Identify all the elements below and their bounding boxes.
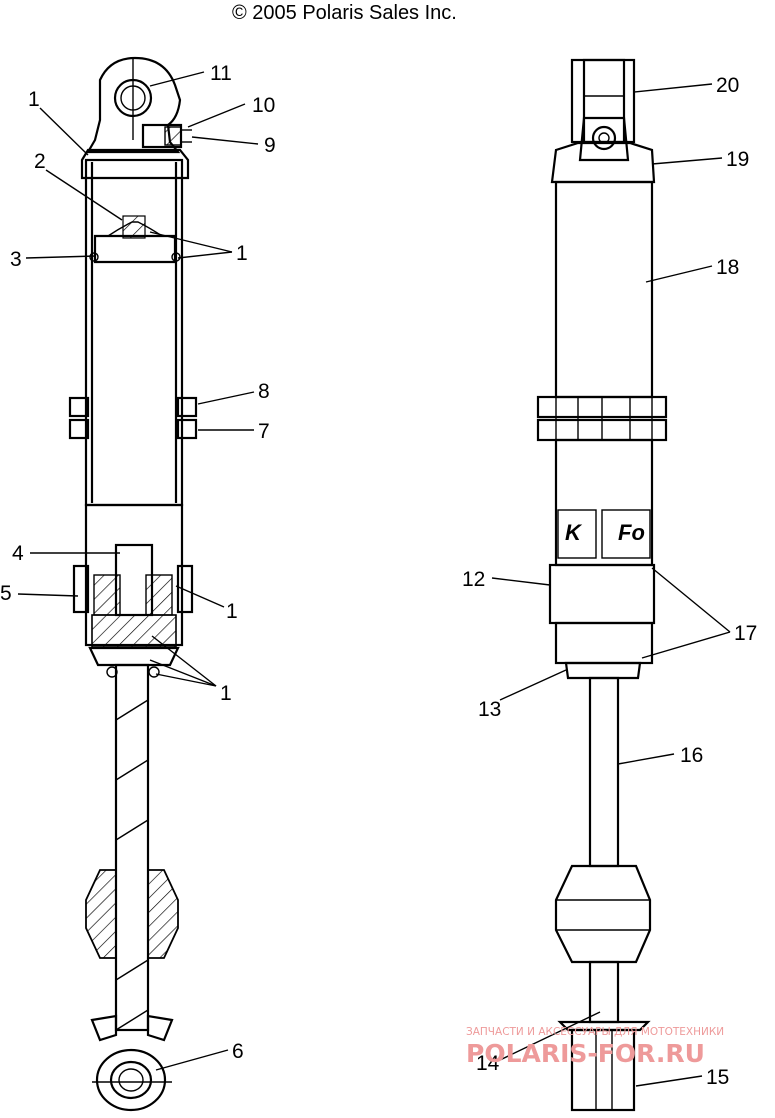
callout-9: 9 xyxy=(264,134,276,157)
watermark-brand: POLARIS-FOR.RU xyxy=(466,1039,705,1068)
callout-19: 19 xyxy=(726,148,749,171)
copyright-text: © 2005 Polaris Sales Inc. xyxy=(232,2,457,24)
callout-14: 14 xyxy=(476,1052,500,1075)
callout-5: 5 xyxy=(0,582,12,605)
callout-12: 12 xyxy=(462,568,485,591)
callout-3: 3 xyxy=(10,248,22,271)
callout-1-low: 1 xyxy=(220,682,232,705)
callout-11: 11 xyxy=(210,62,232,85)
callout-2: 2 xyxy=(34,150,46,173)
callout-1-piston: 1 xyxy=(236,242,248,265)
callout-20: 20 xyxy=(716,74,739,97)
callout-6: 6 xyxy=(232,1040,244,1063)
callout-7: 7 xyxy=(258,420,270,443)
shock-absorber-exterior-icon xyxy=(536,58,668,1112)
callout-4: 4 xyxy=(12,542,24,565)
callout-17: 17 xyxy=(734,622,757,645)
callout-1-top: 1 xyxy=(28,88,40,111)
callout-1-mid: 1 xyxy=(226,600,238,623)
callout-18: 18 xyxy=(716,256,739,279)
callout-15: 15 xyxy=(706,1066,729,1089)
leader-lines xyxy=(17,71,731,1087)
logo-fragment-right: Fo xyxy=(618,520,645,545)
logo-fragment-left: K xyxy=(565,520,583,545)
callout-13: 13 xyxy=(478,698,501,721)
callout-16: 16 xyxy=(680,744,703,767)
callout-8: 8 xyxy=(258,380,270,403)
watermark-tagline: ЗАПЧАСТИ И АКСЕССУАРЫ ДЛЯ МОТОТЕХНИКИ xyxy=(466,1026,724,1038)
callout-10: 10 xyxy=(252,94,275,117)
shock-absorber-cutaway-icon xyxy=(68,56,198,1112)
